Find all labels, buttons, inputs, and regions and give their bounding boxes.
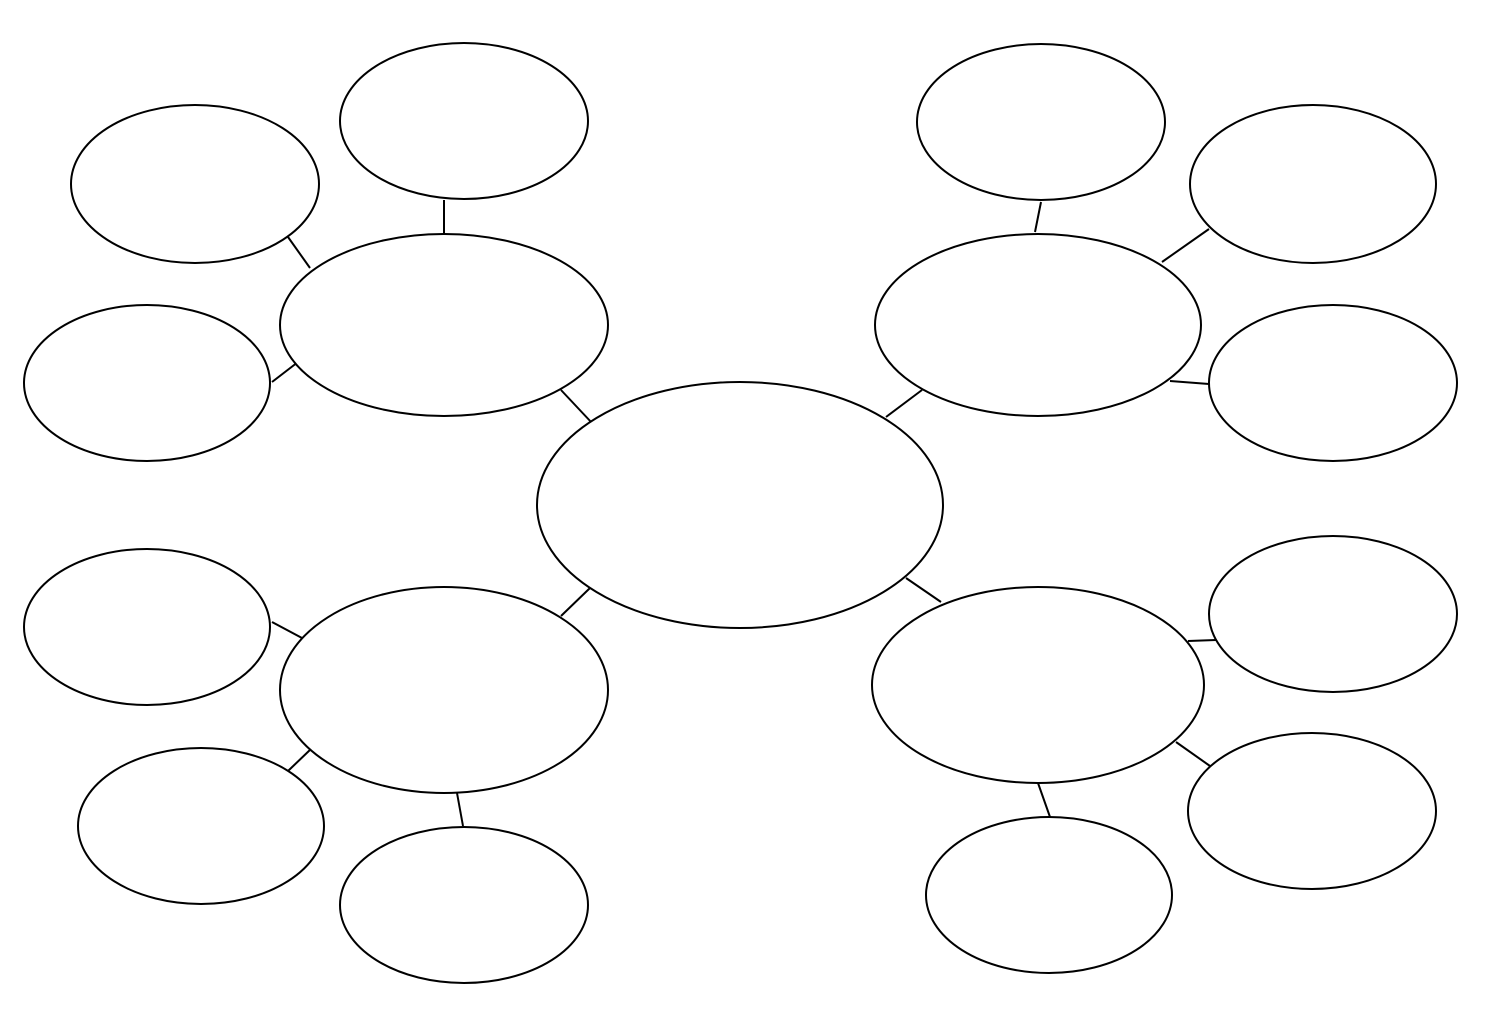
connector-center-tr — [885, 389, 923, 418]
connector-tr-upper — [1161, 228, 1210, 263]
connector-bl-left — [271, 621, 303, 639]
leaf-node-br-bottom — [925, 816, 1173, 974]
branch-node-bottom-left — [279, 586, 609, 794]
leaf-node-tr-lower — [1208, 304, 1458, 462]
branch-node-top-left — [279, 233, 609, 417]
leaf-node-bl-left — [23, 548, 271, 706]
branch-node-bottom-right — [871, 586, 1205, 784]
connectors — [271, 200, 1217, 827]
central-node — [536, 381, 944, 629]
leaf-node-br-lower — [1187, 732, 1437, 890]
nodes — [23, 42, 1458, 984]
leaf-node-tl-top — [339, 42, 589, 200]
connector-br-bottom — [1037, 782, 1051, 818]
connector-center-bl — [560, 587, 591, 617]
connector-br-upper — [1187, 639, 1217, 642]
leaf-node-bl-lower — [77, 747, 325, 905]
connector-bl-lower — [287, 747, 313, 772]
connector-tr-lower — [1169, 380, 1210, 385]
connector-tl-upper — [287, 236, 311, 269]
connector-bl-bottom — [456, 792, 464, 827]
connector-center-br — [905, 577, 942, 603]
branch-node-top-right — [874, 233, 1202, 417]
leaf-node-bl-bottom — [339, 826, 589, 984]
leaf-node-tl-lower — [23, 304, 271, 462]
connector-tr-top — [1034, 201, 1042, 233]
leaf-node-tr-upper — [1189, 104, 1437, 264]
leaf-node-tr-top — [916, 43, 1166, 201]
leaf-node-br-upper — [1208, 535, 1458, 693]
connector-tl-lower — [271, 361, 299, 383]
connector-center-tl — [560, 389, 593, 424]
leaf-node-tl-upper — [70, 104, 320, 264]
connector-br-lower — [1175, 741, 1211, 767]
